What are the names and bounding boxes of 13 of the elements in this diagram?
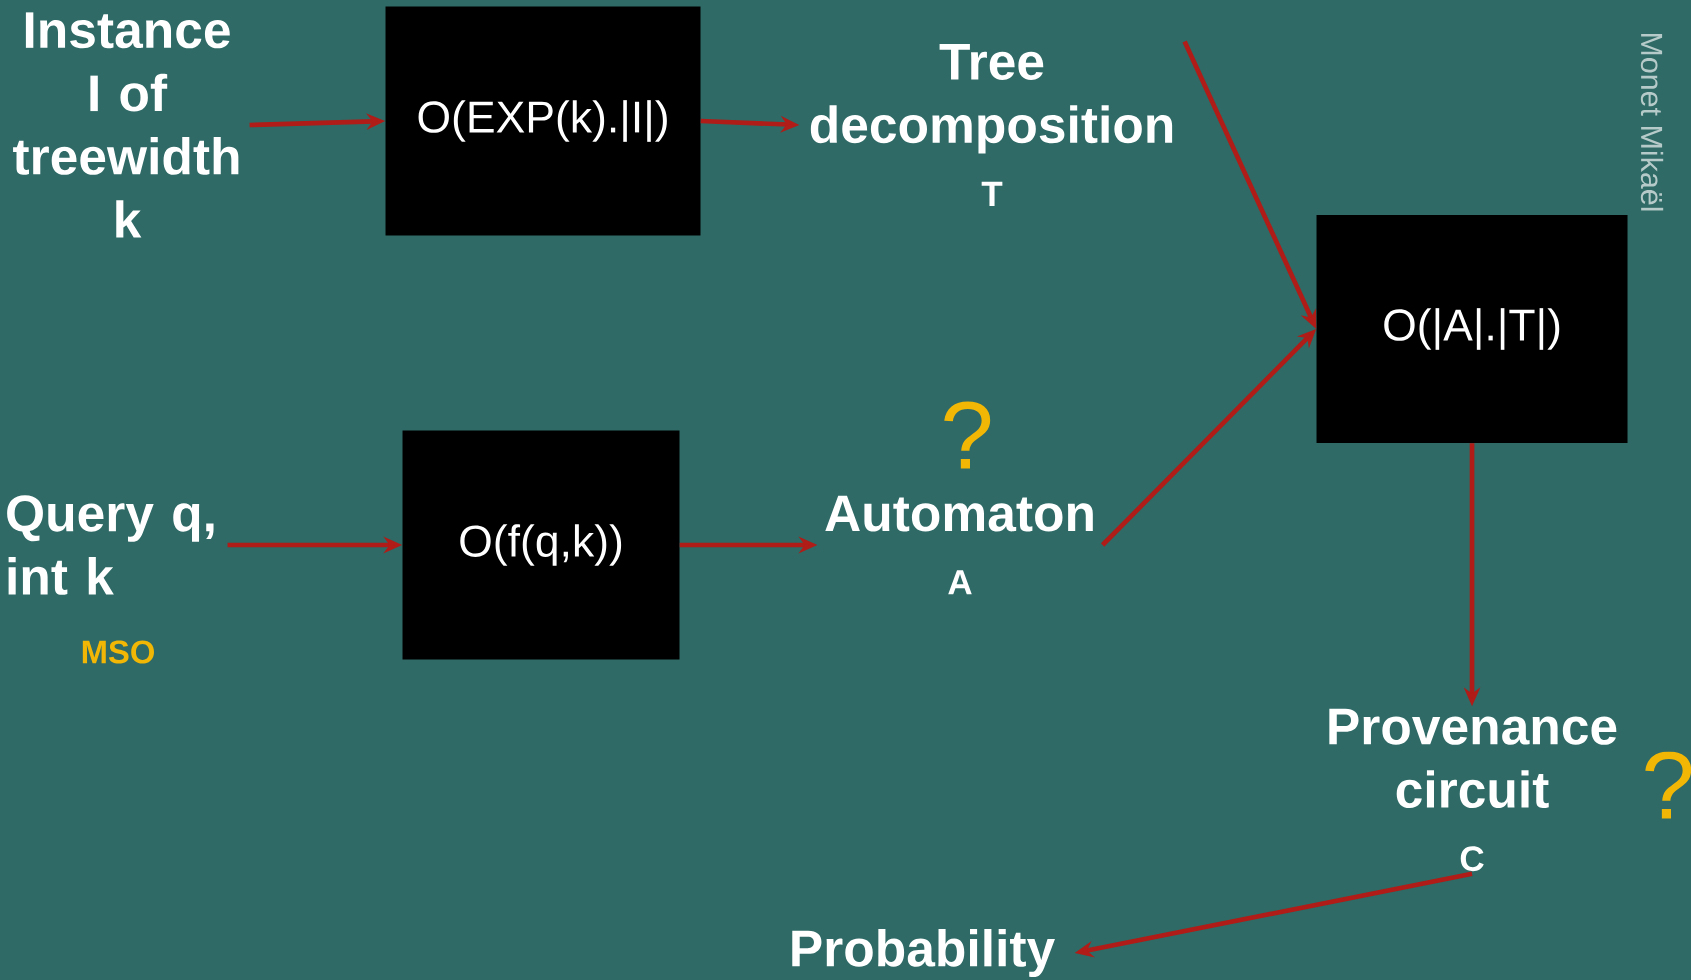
node-label: Instance I of treewidth k (13, 12, 239, 238)
node-label: Query q, int k (7, 495, 214, 595)
author-name: Monet Mikaël (1640, 33, 1664, 211)
question-mark: ? (944, 401, 991, 469)
node-label: Provenance circuit C (1329, 708, 1617, 872)
process-box: O(|A|.|T|) (1316, 215, 1628, 443)
process-box: O(f(q,k)) (402, 430, 680, 660)
node-label: Automaton A (825, 495, 1093, 595)
question-mark: ? (1645, 751, 1691, 819)
node-label: Probability (792, 928, 1055, 977)
process-box: O(EXP(k).|I|) (385, 6, 701, 236)
node-label: Tree decomposition T (810, 44, 1173, 206)
mso-label: MSO (82, 640, 154, 664)
